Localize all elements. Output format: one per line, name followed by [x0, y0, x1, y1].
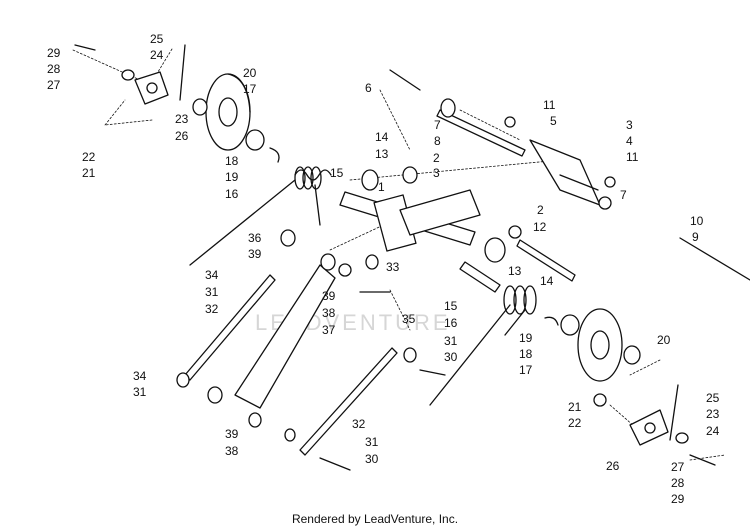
callout-26: 26: [175, 129, 189, 143]
callout-21b: 21: [568, 400, 582, 414]
footer-credit: Rendered by LeadVenture, Inc.: [291, 512, 459, 526]
callout-22b: 22: [568, 416, 582, 430]
callout-27: 27: [47, 78, 61, 92]
left-idler-wheel: [192, 73, 280, 163]
callout-22: 22: [82, 150, 96, 164]
callout-31b: 31: [444, 334, 458, 348]
callout-35: 35: [402, 312, 416, 326]
callout-15: 15: [330, 166, 344, 180]
callout-32: 32: [205, 302, 219, 316]
callout-26b: 26: [606, 459, 620, 473]
leader-lines: [72, 48, 726, 461]
callout-25b: 25: [706, 391, 720, 405]
callout-14b: 14: [540, 274, 554, 288]
callout-39c: 39: [225, 427, 239, 441]
callout-20: 20: [243, 66, 257, 80]
callout-38b: 38: [225, 444, 239, 458]
upper-rail-and-bracket: [389, 69, 616, 210]
left-torsion-spring: [189, 166, 332, 266]
callout-16: 16: [225, 187, 239, 201]
callout-36: 36: [248, 231, 262, 245]
callout-34: 34: [205, 268, 219, 282]
callout-5: 5: [550, 114, 557, 128]
callout-11b: 11: [626, 150, 639, 164]
callout-7: 7: [434, 118, 441, 132]
right-idler-wheel: [544, 308, 641, 382]
callout-23: 23: [175, 112, 189, 126]
center-cross-shaft: [338, 166, 481, 277]
callout-20b: 20: [657, 333, 671, 347]
callout-18: 18: [225, 154, 239, 168]
callout-34b: 34: [133, 369, 147, 383]
callout-8: 8: [434, 134, 441, 148]
callout-25: 25: [150, 32, 164, 46]
callout-2b: 2: [537, 203, 544, 217]
callout-3: 3: [626, 118, 633, 132]
callout-9: 9: [692, 230, 699, 244]
callout-28b: 28: [671, 476, 685, 490]
callout-6: 6: [365, 81, 372, 95]
link-arms-and-shock: [176, 229, 446, 471]
callout-19b: 19: [519, 331, 533, 345]
callout-30: 30: [444, 350, 458, 364]
callout-29: 29: [47, 46, 61, 60]
callout-4: 4: [626, 134, 633, 148]
callout-2: 2: [433, 151, 440, 165]
callout-18b: 18: [519, 347, 533, 361]
callout-31c: 31: [133, 385, 147, 399]
callout-3b: 3: [433, 166, 440, 180]
callout-24b: 24: [706, 424, 720, 438]
callout-29b: 29: [671, 492, 685, 506]
callout-24: 24: [150, 48, 164, 62]
right-torsion-spring: [429, 285, 537, 406]
callout-11: 11: [543, 98, 556, 112]
callout-31: 31: [205, 285, 219, 299]
callout-15b: 15: [444, 299, 458, 313]
callout-38: 38: [322, 306, 336, 320]
callout-39: 39: [248, 247, 262, 261]
right-rod: [459, 225, 750, 293]
callout-28: 28: [47, 62, 61, 76]
callout-labels: 25 29 24 28 27 20 17 23 26 22 21 18 19 1…: [47, 32, 720, 506]
callout-1: 1: [378, 180, 385, 194]
right-arm-bracket: [593, 384, 716, 466]
callout-16b: 16: [444, 316, 458, 330]
callout-27b: 27: [671, 460, 685, 474]
callout-33: 33: [386, 260, 400, 274]
callout-21: 21: [82, 166, 96, 180]
exploded-view-artwork: [72, 44, 750, 471]
callout-37: 37: [322, 323, 336, 337]
callout-30b: 30: [365, 452, 379, 466]
callout-32b: 32: [352, 417, 366, 431]
callout-13: 13: [375, 147, 389, 161]
left-arm-bracket: [74, 44, 186, 105]
callout-23b: 23: [706, 407, 720, 421]
callout-19: 19: [225, 170, 239, 184]
callout-10: 10: [690, 214, 704, 228]
callout-14: 14: [375, 130, 389, 144]
callout-39b: 39: [322, 289, 336, 303]
callout-12: 12: [533, 220, 547, 234]
callout-31d: 31: [365, 435, 379, 449]
callout-17: 17: [243, 82, 257, 96]
callout-13b: 13: [508, 264, 522, 278]
callout-7b: 7: [620, 188, 627, 202]
callout-17b: 17: [519, 363, 533, 377]
